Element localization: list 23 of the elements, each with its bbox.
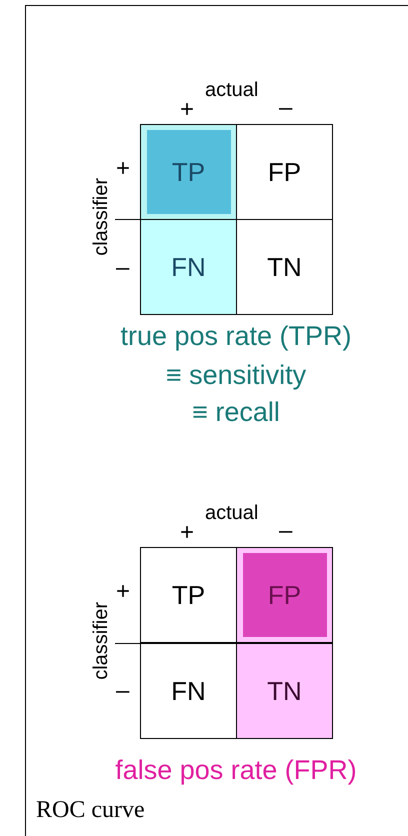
sign-label: + bbox=[180, 521, 194, 545]
axis-label: classifier bbox=[91, 602, 111, 680]
highlight-square: TP bbox=[146, 130, 230, 214]
sign-label: – bbox=[279, 96, 292, 120]
matrix-cell: TN bbox=[236, 219, 333, 315]
sign-label: + bbox=[180, 98, 194, 122]
highlight-square: FP bbox=[242, 553, 326, 637]
sign-label: – bbox=[116, 679, 130, 703]
matrix-cell: FP bbox=[236, 124, 333, 220]
metric-label: true pos rate (TPR) bbox=[119, 323, 353, 350]
metric-label: false pos rate (FPR) bbox=[114, 757, 358, 784]
metric-label: ≡ recall bbox=[191, 399, 281, 426]
matrix-cell: FN bbox=[140, 219, 237, 315]
axis-label: classifier bbox=[91, 178, 111, 256]
sign-label: + bbox=[116, 580, 130, 604]
axis-label: actual bbox=[205, 80, 258, 100]
axis-label: actual bbox=[205, 503, 258, 523]
figure-caption: ROC curve bbox=[36, 798, 145, 822]
sign-label: – bbox=[116, 256, 130, 280]
sign-label: + bbox=[116, 157, 130, 181]
sign-label: – bbox=[279, 519, 292, 543]
metric-label: ≡ sensitivity bbox=[164, 362, 308, 389]
matrix-cell: TN bbox=[236, 643, 333, 739]
